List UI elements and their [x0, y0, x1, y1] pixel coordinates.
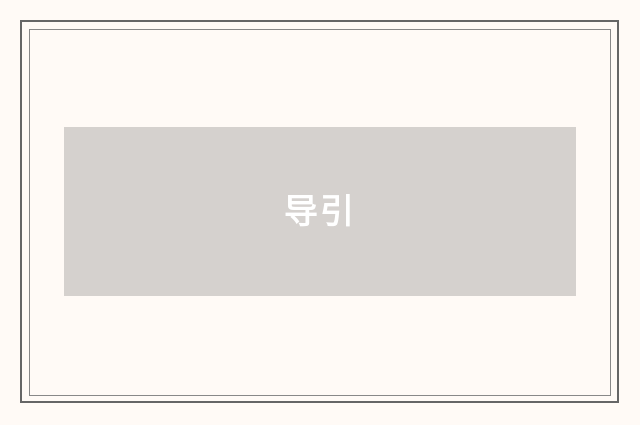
outer-frame-border [20, 20, 619, 403]
inner-frame-border [29, 29, 611, 396]
guide-banner[interactable]: 导引 [64, 127, 576, 296]
guide-banner-label: 导引 [284, 191, 356, 232]
